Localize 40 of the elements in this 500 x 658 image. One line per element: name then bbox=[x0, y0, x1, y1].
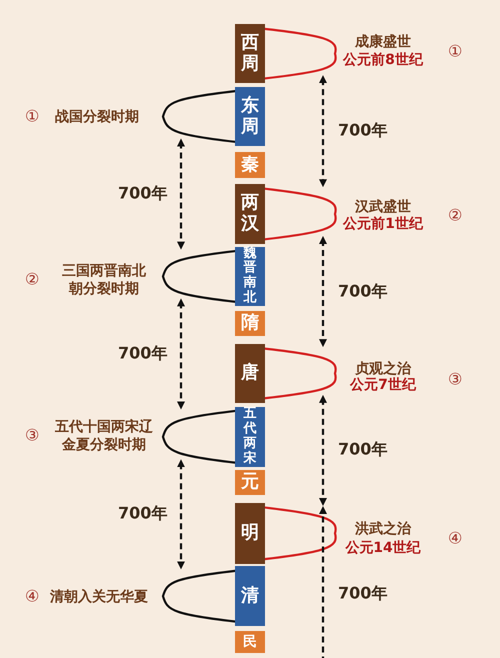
annotation-text: 三国两晋南北朝分裂时期 bbox=[61, 262, 147, 298]
dashed-arrow bbox=[319, 506, 327, 658]
dynasty-box: 魏晋南北 bbox=[235, 246, 265, 306]
dashed-arrow bbox=[177, 459, 185, 570]
century-text: 公元前8世纪 bbox=[342, 51, 424, 70]
circled-number: ③ bbox=[447, 370, 463, 391]
dashed-arrow bbox=[177, 138, 185, 250]
annotation-text: 洪武之治 bbox=[354, 520, 412, 539]
dynasty-box: 东周 bbox=[235, 86, 265, 146]
edge-label: 700年 bbox=[338, 281, 388, 302]
circled-number: ④ bbox=[24, 586, 40, 608]
circled-number: ① bbox=[447, 41, 463, 62]
dashed-arrow bbox=[319, 236, 327, 348]
dynasty-box: 秦 bbox=[235, 152, 265, 178]
dynasty-box: 清 bbox=[235, 566, 265, 626]
circled-number: ① bbox=[24, 106, 40, 128]
dynasty-box: 隋 bbox=[235, 311, 265, 336]
annotation-text: 贞观之治 bbox=[354, 359, 412, 377]
dynasty-box: 元 bbox=[235, 470, 265, 496]
century-text: 公元14世纪 bbox=[344, 538, 422, 558]
dynasty-box: 两汉 bbox=[235, 184, 265, 244]
annotation-text: 成康盛世 bbox=[354, 32, 412, 52]
dynasty-box: 民 bbox=[235, 630, 265, 654]
dynasty-box: 明 bbox=[235, 503, 265, 564]
dynasty-box: 西周 bbox=[235, 24, 265, 83]
circled-number: ④ bbox=[447, 528, 463, 550]
century-text: 公元前1世纪 bbox=[342, 215, 424, 234]
annotation-text: 汉武盛世 bbox=[354, 198, 412, 216]
century-text: 公元7世纪 bbox=[348, 376, 418, 394]
annotation-text: 战国分裂时期 bbox=[55, 108, 140, 126]
circled-number: ② bbox=[447, 206, 463, 227]
dashed-arrow bbox=[319, 394, 327, 506]
circled-number: ③ bbox=[24, 425, 40, 446]
dynasty-box: 五代两宋 bbox=[235, 406, 265, 467]
dashed-arrow bbox=[319, 75, 327, 188]
circled-number: ② bbox=[24, 269, 40, 290]
annotation-text: 清朝入关无华夏 bbox=[50, 588, 149, 606]
dynasty-box: 唐 bbox=[235, 344, 265, 403]
dashed-arrow bbox=[177, 298, 185, 410]
annotation-text: 五代十国两宋辽金夏分裂时期 bbox=[54, 418, 154, 454]
